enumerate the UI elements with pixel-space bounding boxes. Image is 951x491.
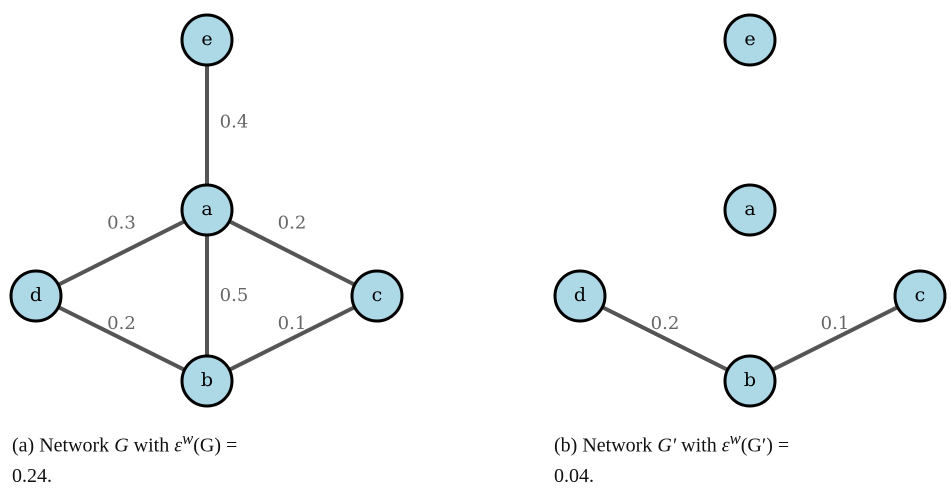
caption-a-eps: ε [174,434,183,457]
caption-a-mid: with [128,434,175,457]
caption-a-graph: G [114,434,129,457]
caption-b-value: 0.04. [554,464,594,487]
node-label: b [744,369,756,391]
edge-weight-d-b: 0.2 [107,313,136,334]
edge-weight-a-d: 0.3 [107,213,136,234]
caption-b-sup: w [729,429,741,448]
edge-c-b [206,294,378,383]
caption-a-arg: (G) [193,434,221,457]
node-d: d [553,269,607,323]
node-a: a [723,183,777,237]
node-circle [350,269,404,323]
edge-weight-e-a: 0.4 [220,112,249,133]
caption-b-prefix: (b) Network [554,434,658,457]
node-b: b [180,354,234,408]
edge-weight-c-b: 0.1 [278,313,307,334]
node-circle [180,183,234,237]
node-circle [893,269,947,323]
edge-weight-a-c: 0.2 [278,213,307,234]
caption-a-value: 0.24. [12,464,52,487]
edge-weight-c-b: 0.1 [821,313,850,334]
edges: 0.2 0.1 [579,294,921,383]
node-d: d [9,269,63,323]
edge-weight-d-b: 0.2 [651,313,680,334]
node-b: b [723,354,777,408]
caption-a-prefix: (a) Network [12,434,115,457]
caption-a: (a) Network G with εw(G) = 0.24. [12,424,237,491]
caption-b-arg: (G′) [740,434,773,457]
node-circle [723,183,777,237]
node-a: a [180,183,234,237]
node-label: c [372,284,383,306]
node-c: c [350,269,404,323]
node-label: d [30,284,42,306]
caption-b: (b) Network G′ with εw(G′) = 0.04. [554,424,789,491]
edge-a-d [35,208,208,298]
graph-b: 0.2 0.1 e a d c b [553,13,947,408]
node-label: c [915,284,926,306]
edge-c-b [749,294,921,383]
edge-weight-a-b: 0.5 [220,285,249,306]
node-label: e [201,28,212,50]
network-diagram: 0.4 0.3 0.2 0.5 0.2 0.1 e a d c b 0.2 0.1 e a d c b [9,13,947,408]
caption-b-mid: with [676,434,722,457]
caption-b-eq: = [772,434,790,457]
edge-d-b [579,294,751,383]
node-e: e [723,13,777,67]
node-e: e [180,13,234,67]
node-circle [9,269,63,323]
node-label: e [744,28,755,50]
edge-a-c [206,208,378,298]
node-circle [180,354,234,408]
node-circle [723,354,777,408]
node-label: a [744,198,755,220]
node-label: b [201,369,213,391]
caption-b-graph: G′ [657,434,677,457]
node-label: a [201,198,212,220]
caption-a-sup: w [182,429,194,448]
edge-d-b [35,294,208,383]
caption-b-eps: ε [721,434,730,457]
node-label: d [574,284,586,306]
node-c: c [893,269,947,323]
node-circle [723,13,777,67]
graph-a: 0.4 0.3 0.2 0.5 0.2 0.1 e a d c b [9,13,404,408]
node-circle [553,269,607,323]
edges: 0.4 0.3 0.2 0.5 0.2 0.1 [35,40,378,383]
caption-a-eq: = [220,434,238,457]
node-circle [180,13,234,67]
